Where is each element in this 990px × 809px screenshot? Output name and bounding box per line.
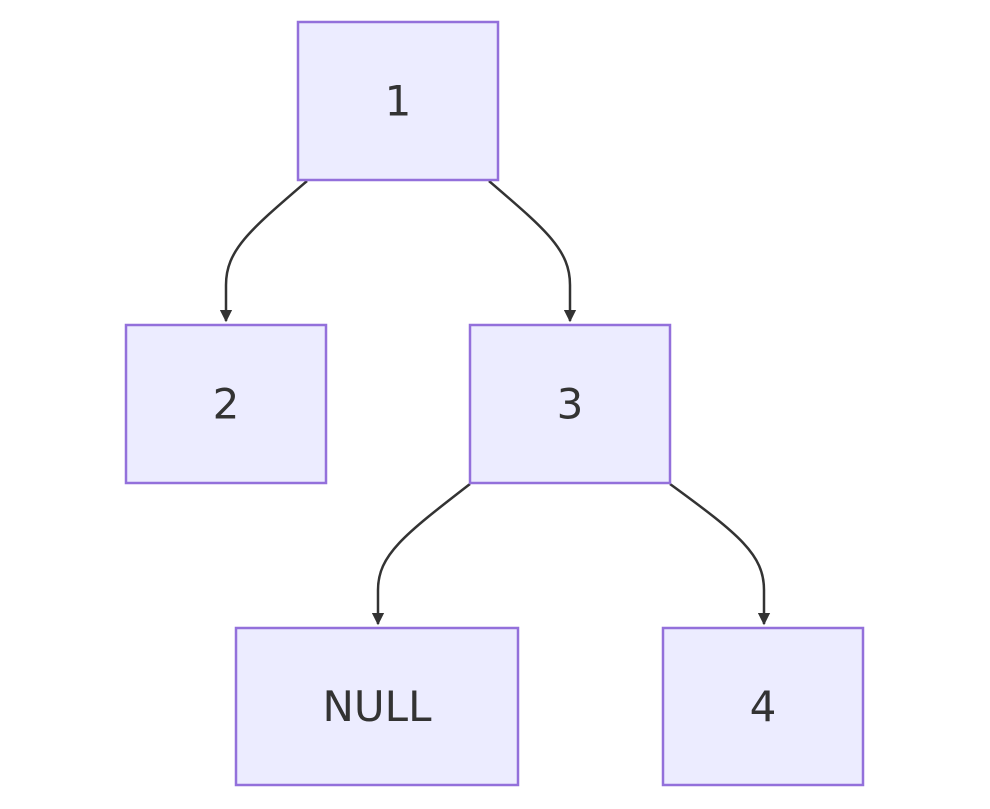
edge-n1-n3: [488, 180, 577, 323]
edge-n3-nnull: [371, 483, 471, 626]
node-label: 1: [385, 77, 412, 126]
edges-layer: [219, 180, 771, 626]
node-n1: 1: [296, 20, 500, 182]
node-box: [661, 626, 865, 787]
node-n3: 3: [468, 323, 672, 485]
node-label: NULL: [323, 682, 433, 731]
node-box: [124, 323, 328, 485]
node-box: [296, 20, 500, 182]
node-n2: 2: [124, 323, 328, 485]
edge-n3-n4: [669, 482, 771, 626]
node-label: 3: [557, 380, 584, 429]
node-label: 2: [213, 380, 240, 429]
node-box: [234, 626, 520, 787]
node-nnull: NULL: [234, 626, 520, 787]
node-box: [468, 323, 672, 485]
node-label: 4: [750, 682, 777, 731]
edge-n1-n2: [219, 180, 308, 323]
node-n4: 4: [661, 626, 865, 787]
